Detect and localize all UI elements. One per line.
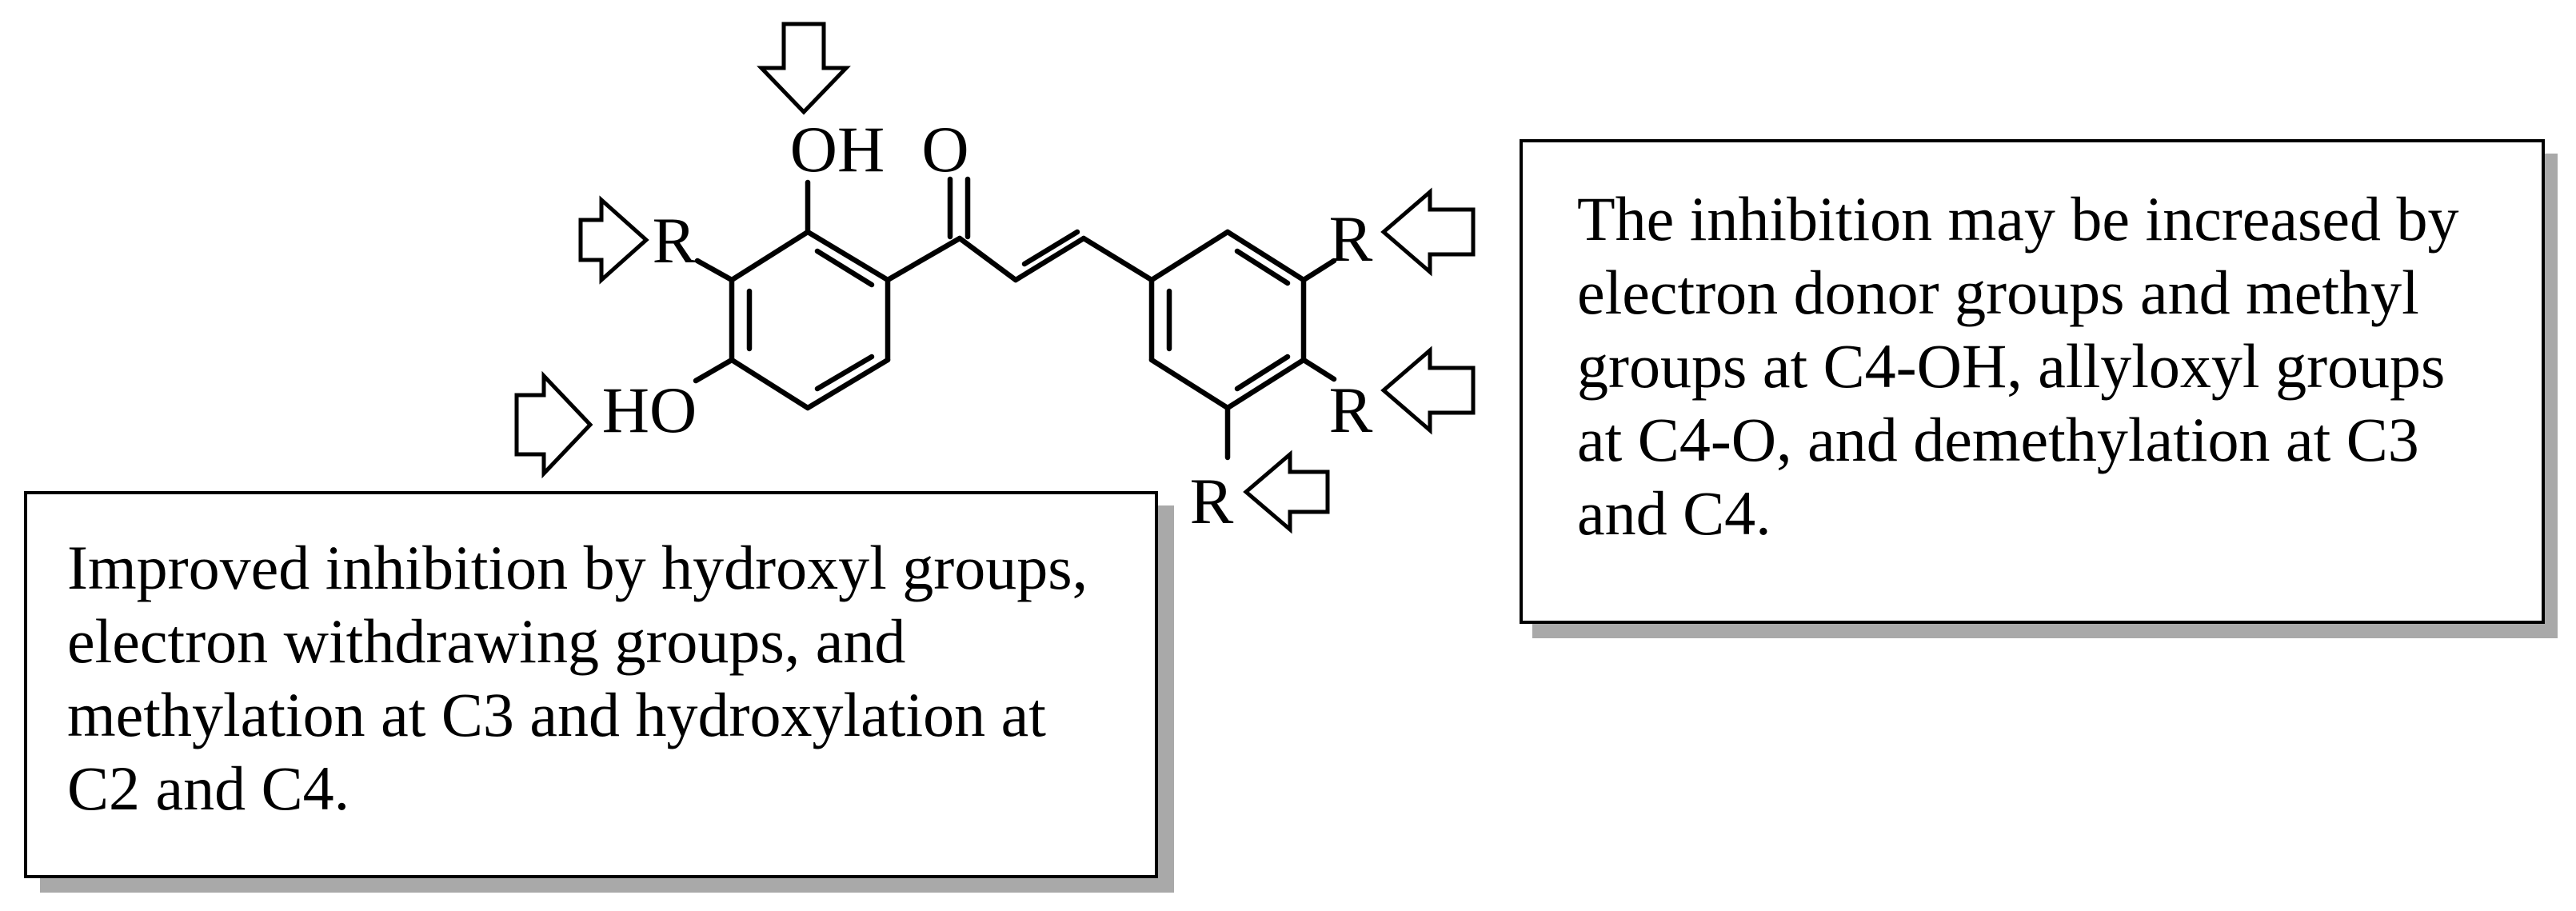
right-note-line-5: and C4. <box>1577 478 1771 548</box>
atom-label-oh-top: OH <box>790 113 885 186</box>
atom-label-r-right-upper: R <box>1329 202 1373 275</box>
left-note-line-4: C2 and C4. <box>67 753 350 823</box>
enone-linker <box>885 176 1155 283</box>
left-note-line-1: Improved inhibition by hydroxyl groups, <box>67 533 1088 602</box>
right-note-line-4: at C4-O, and demethylation at C3 <box>1577 405 2419 474</box>
ring-a-bond-6 <box>729 229 811 283</box>
bond-beta-to-ring-b <box>1080 235 1155 283</box>
ring-b-bond-1 <box>1148 229 1231 283</box>
atom-label-ho-left: HO <box>602 374 697 446</box>
ring-b-bond-4 <box>1224 357 1307 411</box>
ring-a-inner-double-2 <box>814 354 875 392</box>
atom-label-r-right-middle: R <box>1329 374 1373 446</box>
left-arrow-icon-r-right-middle <box>1380 346 1476 435</box>
left-note-line-3: methylation at C3 and hydroxylation at <box>67 680 1046 749</box>
bond-to-left-r <box>694 258 735 283</box>
atom-label-carbonyl-o: O <box>921 113 968 186</box>
ring-b-inner-double-2 <box>1234 354 1291 392</box>
right-note-line-2: electron donor groups and methyl <box>1577 258 2419 327</box>
ring-b-bond-2 <box>1224 229 1307 283</box>
ring-b-bond-5 <box>1148 357 1231 411</box>
right-note-line-1: The inhibition may be increased by <box>1577 184 2459 254</box>
down-arrow-icon <box>757 22 851 115</box>
ring-a-bond-3 <box>805 357 891 411</box>
bond-ring-a-to-carbonyl <box>885 235 963 283</box>
ring-b <box>1148 229 1307 411</box>
right-note-line-3: groups at C4-OH, allyloxyl groups <box>1577 331 2446 401</box>
left-arrow-icon-r-right-lower <box>1243 450 1330 534</box>
alkene-bond <box>1012 235 1087 283</box>
atom-label-r-left: R <box>653 204 697 277</box>
bond-to-right-upper-r <box>1300 258 1337 283</box>
left-arrow-icon-r-right-upper <box>1380 187 1476 277</box>
right-note-box: The inhibition may be increased by elect… <box>1520 139 2545 624</box>
right-arrow-icon-r-left <box>578 195 649 285</box>
left-note-line-2: electron withdrawing groups, and <box>67 606 906 676</box>
ring-a-bond-1 <box>805 229 891 283</box>
ring-a <box>729 229 891 411</box>
ring-b-inner-double-1 <box>1234 248 1291 286</box>
left-note-box: Improved inhibition by hydroxyl groups, … <box>24 491 1158 878</box>
ring-a-inner-double-1 <box>814 248 875 288</box>
atom-label-r-right-lower: R <box>1190 465 1234 537</box>
alkene-second-bond <box>1021 229 1080 267</box>
right-arrow-icon-ho-left <box>514 370 593 479</box>
ring-a-bond-4 <box>729 357 811 411</box>
bond-carbonyl-to-alpha <box>957 235 1019 283</box>
bond-to-right-middle-r <box>1300 357 1337 382</box>
bond-to-left-hydroxyl <box>693 357 735 384</box>
